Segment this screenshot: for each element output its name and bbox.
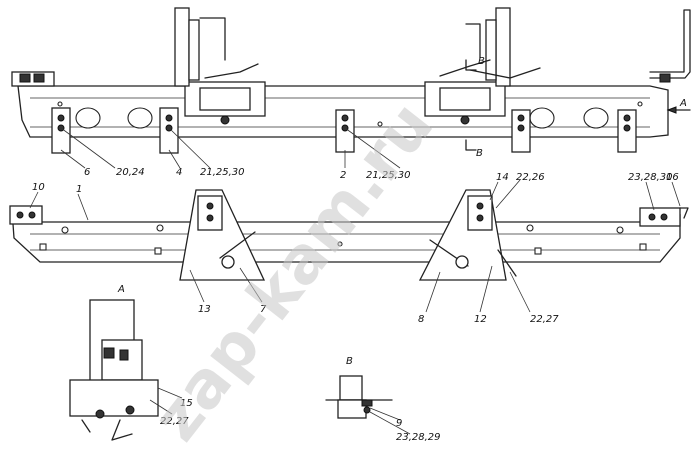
callout-13: 13 bbox=[198, 304, 211, 315]
callout-9: 9 bbox=[396, 418, 402, 429]
callout-23-28-30: 23,28,30 bbox=[628, 172, 673, 183]
callout-4: 4 bbox=[176, 167, 182, 178]
callout-7: 7 bbox=[260, 304, 267, 315]
upper-beam-assembly bbox=[11, 7, 691, 154]
leader-lines bbox=[29, 127, 681, 435]
callout-8: 8 bbox=[418, 314, 424, 325]
callout-21-25-30-right: 21,25,30 bbox=[366, 170, 411, 181]
arrow-a-label: А bbox=[679, 98, 687, 109]
callout-23-28-29: 23,28,29 bbox=[396, 432, 441, 443]
detail-view-b bbox=[325, 375, 393, 419]
view-a-label: А bbox=[117, 284, 125, 295]
callout-22-27-left: 22,27 bbox=[160, 416, 189, 427]
callout-22-27-right: 22,27 bbox=[530, 314, 559, 325]
detail-view-a bbox=[69, 299, 159, 441]
section-b-top-label: В bbox=[478, 56, 485, 67]
callout-10: 10 bbox=[32, 182, 45, 193]
callout-1: 1 bbox=[76, 184, 82, 195]
view-b-label: В bbox=[346, 356, 353, 367]
callout-21-25-30-left: 21,25,30 bbox=[200, 167, 245, 178]
callout-6: 6 bbox=[84, 167, 90, 178]
callout-15: 15 bbox=[180, 398, 193, 409]
callout-20-24: 20,24 bbox=[116, 167, 145, 178]
callout-22-26: 22,26 bbox=[516, 172, 545, 183]
callout-labels: 6 20,24 4 21,25,30 2 21,25,30 10 1 14 22… bbox=[32, 56, 687, 443]
lower-beam-assembly bbox=[9, 189, 689, 281]
callout-14: 14 bbox=[496, 172, 509, 183]
callout-16: 16 bbox=[666, 172, 679, 183]
callout-12: 12 bbox=[474, 314, 487, 325]
section-b-bottom-label: В bbox=[476, 148, 483, 159]
callout-2: 2 bbox=[340, 170, 346, 181]
